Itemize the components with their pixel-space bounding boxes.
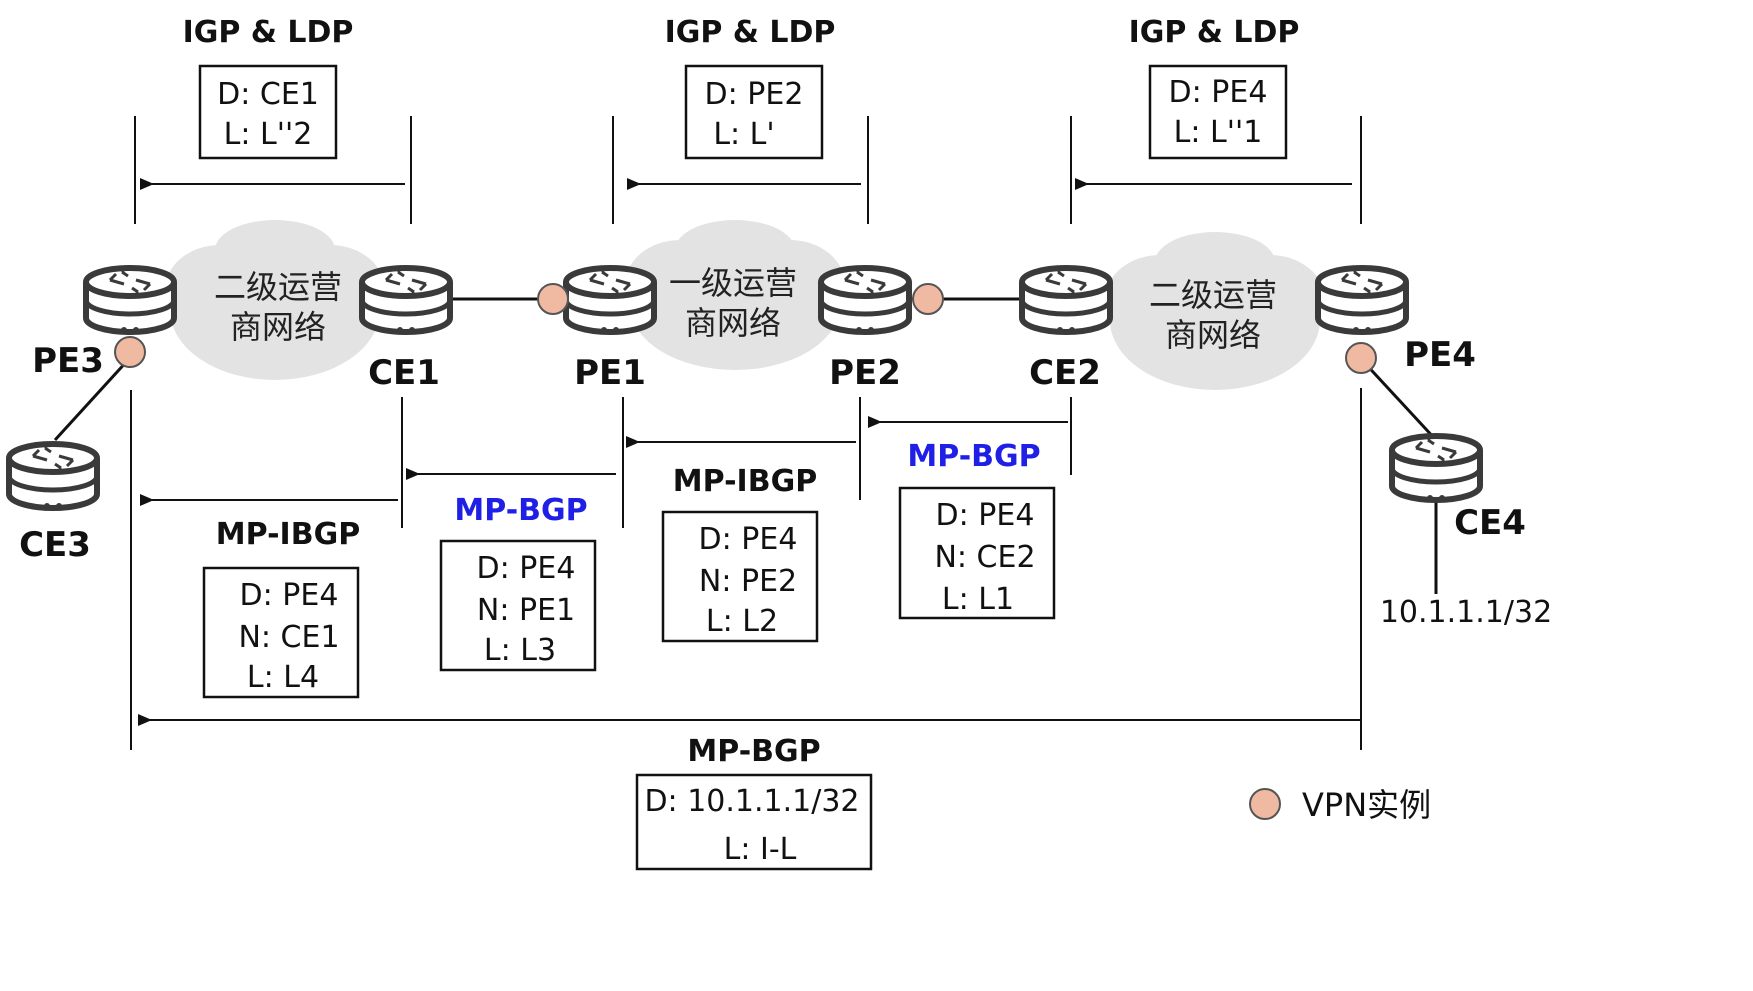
title-mp-bgp-right: MP-BGP: [907, 439, 1040, 474]
cloud-right-label-1: 二级运营: [1149, 276, 1277, 314]
legend-vpn-instance-label: VPN实例: [1302, 786, 1431, 824]
vpn-instance-dot-icon: [114, 336, 146, 368]
title-mp-bgp-left: MP-BGP: [454, 493, 587, 528]
router-ce2-icon[interactable]: [1022, 266, 1110, 333]
box-igp-ldp-middle-l: L: L': [713, 117, 774, 152]
vpn-instance-dot-icon: [1249, 788, 1281, 820]
box-mp-bgp-left: [439, 539, 597, 672]
cloud-middle-label-2: 商网络: [685, 304, 781, 342]
label-ce3: CE3: [19, 525, 91, 565]
router-ce1-icon[interactable]: [362, 266, 450, 333]
label-ce2: CE2: [1029, 353, 1101, 393]
cloud-right-label-2: 商网络: [1165, 316, 1261, 354]
box-igp-ldp-left-l: L: L''2: [224, 117, 313, 152]
title-mp-ibgp-mid: MP-IBGP: [673, 464, 817, 499]
cloud-middle-label-1: 一级运营: [669, 264, 797, 302]
cloud-left-label-1: 二级运营: [214, 268, 342, 306]
box-mp-ibgp-mid-n: N: PE2: [699, 564, 797, 599]
box-igp-ldp-left: [198, 64, 338, 160]
title-igp-ldp-right: IGP & LDP: [1129, 15, 1300, 50]
box-mp-bgp-bottom-d: D: 10.1.1.1/32: [644, 784, 859, 819]
box-mp-ibgp-mid-l: L: L2: [706, 604, 778, 639]
vpn-instance-dot-icon: [537, 283, 569, 315]
box-igp-ldp-right-l: L: L''1: [1174, 115, 1263, 150]
box-mp-bgp-right-n: N: CE2: [934, 540, 1035, 575]
cloud-right: [1105, 232, 1325, 390]
box-igp-ldp-middle: [684, 64, 824, 160]
cloud-middle: [625, 220, 845, 370]
title-mp-ibgp-left: MP-IBGP: [216, 517, 360, 552]
label-pe1: PE1: [574, 353, 646, 393]
box-mp-ibgp-left-l: L: L4: [247, 660, 319, 695]
router-pe2-icon[interactable]: [821, 266, 909, 333]
box-mp-bgp-left-n: N: PE1: [477, 593, 575, 628]
router-ce4-icon[interactable]: [1392, 434, 1480, 501]
label-ce4: CE4: [1454, 503, 1526, 543]
cloud-left: [165, 220, 385, 380]
router-pe1-icon[interactable]: [566, 266, 654, 333]
label-ce1: CE1: [368, 353, 440, 393]
box-mp-ibgp-left-n: N: CE1: [238, 620, 339, 655]
box-mp-ibgp-left-d: D: PE4: [240, 578, 339, 613]
title-mp-bgp-bottom: MP-BGP: [687, 734, 820, 769]
cloud-left-label-2: 商网络: [230, 308, 326, 346]
router-ce3-icon[interactable]: [9, 442, 97, 509]
vpn-instance-dot-icon: [912, 283, 944, 315]
box-mp-ibgp-mid-d: D: PE4: [699, 522, 798, 557]
box-igp-ldp-left-d: D: CE1: [217, 77, 319, 112]
box-mp-bgp-left-l: L: L3: [484, 633, 556, 668]
vpn-instance-dot-icon: [1345, 342, 1377, 374]
router-pe3-icon[interactable]: [86, 266, 174, 333]
title-igp-ldp-left: IGP & LDP: [183, 15, 354, 50]
box-mp-bgp-right: [898, 486, 1056, 620]
box-mp-bgp-bottom: [635, 773, 873, 871]
title-igp-ldp-middle: IGP & LDP: [665, 15, 836, 50]
box-igp-ldp-right-d: D: PE4: [1169, 75, 1268, 110]
link-pe3-ce3: [53, 358, 130, 442]
box-igp-ldp-right: [1148, 64, 1288, 160]
box-mp-bgp-left-d: D: PE4: [477, 551, 576, 586]
box-mp-bgp-right-l: L: L1: [942, 582, 1014, 617]
box-igp-ldp-middle-d: D: PE2: [705, 77, 804, 112]
label-pe4: PE4: [1404, 335, 1476, 375]
ce4-prefix-label: 10.1.1.1/32: [1380, 595, 1552, 630]
router-pe4-icon[interactable]: [1318, 266, 1406, 333]
label-pe3: PE3: [32, 341, 104, 381]
box-mp-ibgp-left: [202, 566, 360, 699]
box-mp-bgp-right-d: D: PE4: [936, 498, 1035, 533]
label-pe2: PE2: [829, 353, 901, 393]
box-mp-bgp-bottom-l: L: I-L: [724, 832, 797, 867]
link-pe4-ce4: [1360, 358, 1438, 442]
box-mp-ibgp-mid: [661, 510, 819, 643]
